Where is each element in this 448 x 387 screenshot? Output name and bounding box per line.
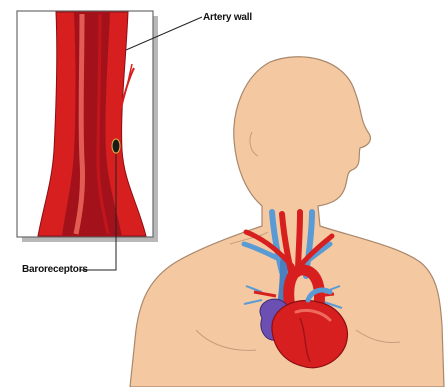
baroreceptor-node-icon bbox=[112, 139, 120, 153]
artery-wall-label: Artery wall bbox=[203, 12, 252, 23]
pulmonary-red-right bbox=[316, 294, 334, 296]
baroreceptors-label: Baroreceptors bbox=[22, 264, 88, 275]
